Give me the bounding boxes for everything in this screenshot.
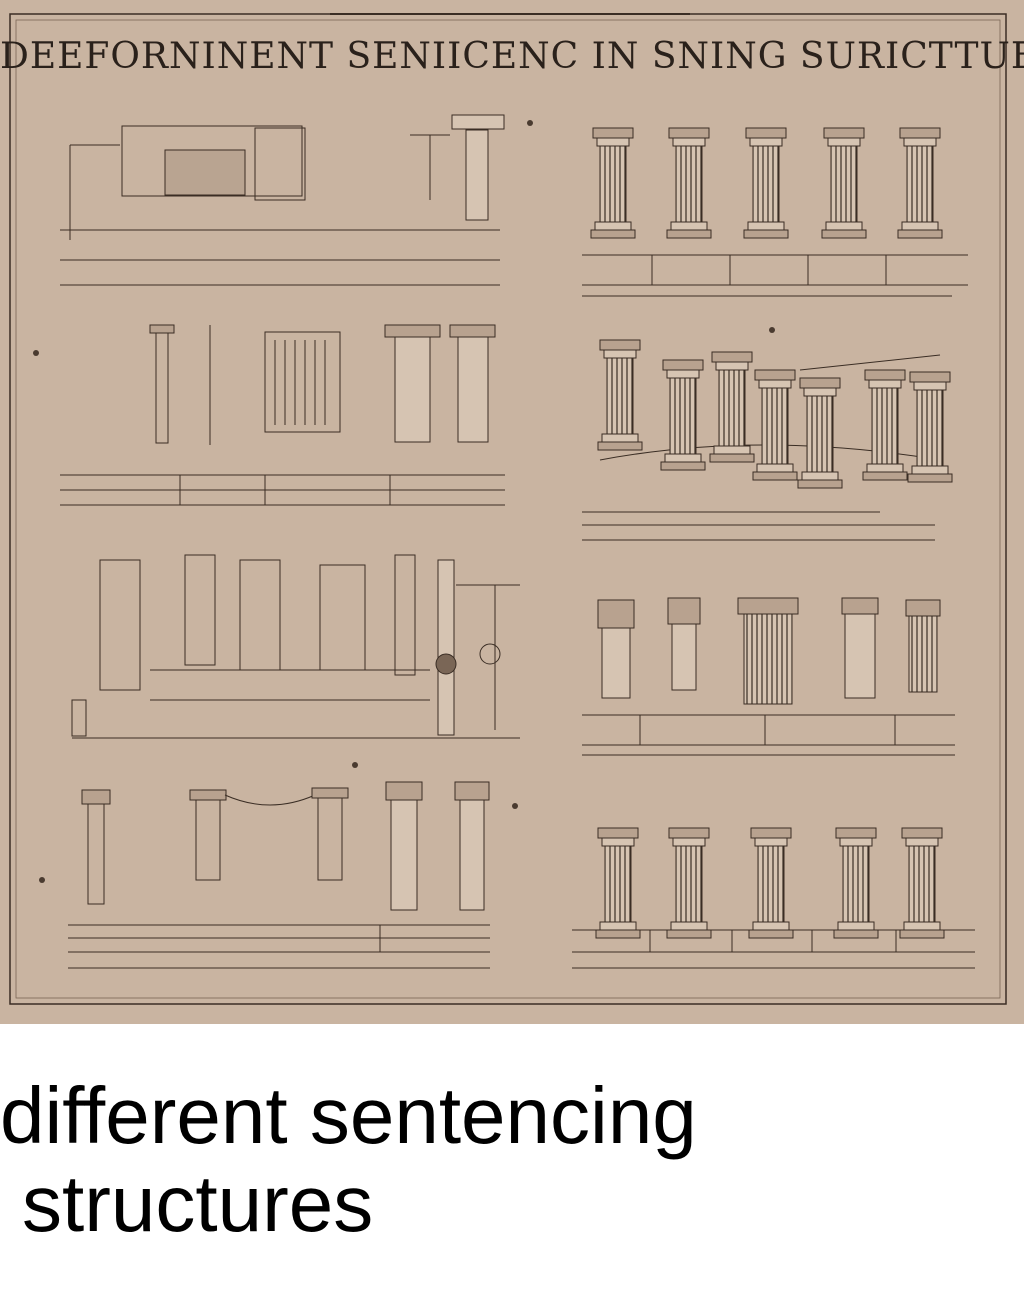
poster-image: DEEFORNINENT SENIICENC IN SNING SURICTTU…: [0, 0, 1024, 1024]
caption-line-2: structures: [22, 1159, 374, 1248]
poster-illustration: [9, 13, 1007, 1005]
sketch-panel-1: [60, 114, 505, 286]
sketch-panel-4: [68, 781, 490, 969]
column-row-2: [582, 339, 953, 541]
sketch-panel-3: [71, 554, 520, 739]
ornament-dots: [33, 120, 775, 883]
caption: different sentencing structures: [0, 1072, 1024, 1248]
caption-line-1: different sentencing: [0, 1071, 697, 1160]
column-row-1: [582, 127, 968, 297]
column-row-3: [582, 597, 955, 756]
sketch-panel-2: [60, 324, 505, 506]
poster-title: DEEFORNINENT SENIICENC IN SNING SURICTTU…: [0, 36, 1024, 77]
column-row-4: [572, 827, 975, 969]
